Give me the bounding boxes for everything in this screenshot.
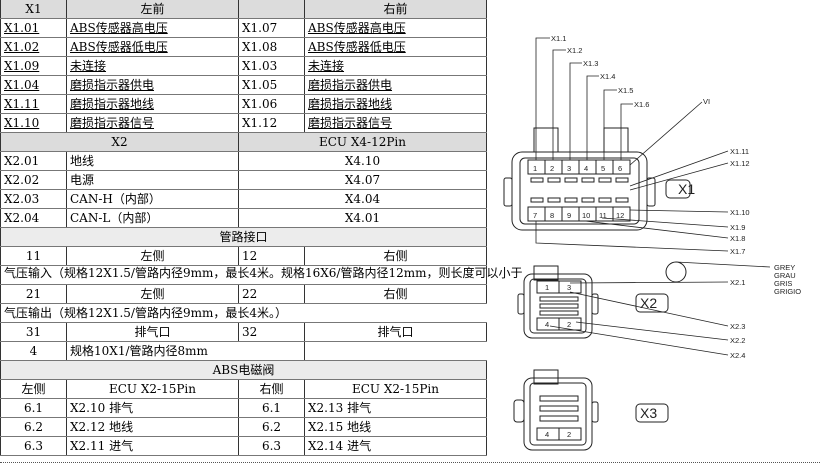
callout-x1-6: X1.6 xyxy=(634,100,649,109)
callout-x2-2: X2.2 xyxy=(730,336,745,345)
callout-x1-1: X1.1 xyxy=(551,34,566,43)
x1-bottom-pins xyxy=(527,206,631,222)
legend-grau: GRAU xyxy=(774,271,796,280)
x1-col-header: X1 xyxy=(0,0,67,19)
callout-x1-11: X1.11 xyxy=(730,147,749,156)
svg-text:8: 8 xyxy=(550,211,554,220)
air-intake-note: 气压输入（规格12X1.5/管路内径9mm，最长4米。规格16X6/管路内径12… xyxy=(0,265,523,285)
svg-text:9: 9 xyxy=(567,211,571,220)
svg-text:3: 3 xyxy=(567,283,571,292)
svg-text:1: 1 xyxy=(545,283,549,292)
ground-circle xyxy=(665,261,687,283)
svg-text:4: 4 xyxy=(545,320,549,329)
x2-callout-lines xyxy=(549,261,771,356)
abs-valve-title: ABS电磁阀 xyxy=(0,360,487,380)
pipe-output-row: 气压输出（规格12X1.5/管路内径9mm，最长4米。） xyxy=(0,303,487,323)
x2-tag-box xyxy=(635,293,669,313)
right-front-header: 右前 xyxy=(304,0,487,19)
x1-contact-slots xyxy=(530,177,629,203)
svg-text:3: 3 xyxy=(567,164,571,173)
left-front-header: 左前 xyxy=(66,0,239,19)
svg-text:6: 6 xyxy=(618,164,622,173)
svg-text:5: 5 xyxy=(601,164,605,173)
pipe-interface-title: 管路接口 xyxy=(0,227,487,247)
legend-grey: GREY xyxy=(774,263,795,272)
callout-x1-12: X1.12 xyxy=(730,159,750,168)
svg-text:11: 11 xyxy=(599,211,607,220)
svg-text:1: 1 xyxy=(533,164,537,173)
x1-top-pins xyxy=(527,159,631,175)
svg-text:4: 4 xyxy=(545,430,549,439)
abs-valve-header-row: ABS电磁阀 xyxy=(0,360,487,380)
x2-header: X2 xyxy=(0,132,239,152)
pipe-header-row: 管路接口 xyxy=(0,227,487,247)
callout-x1-5: X1.5 xyxy=(618,86,633,95)
x3-tag-label: X3 xyxy=(640,405,657,421)
ecu-x4-header: ECU X4-12Pin xyxy=(238,132,487,152)
svg-text:12: 12 xyxy=(616,211,624,220)
x3-connector xyxy=(513,369,669,451)
x2-connector xyxy=(517,261,687,339)
callout-x2-1: X2.1 xyxy=(730,278,745,287)
x1-connector xyxy=(503,127,691,231)
callout-x1-7: X1.7 xyxy=(730,247,745,256)
callout-x1-3: X1.3 xyxy=(583,59,598,68)
callout-x1-8: X1.8 xyxy=(730,234,745,243)
callout-x2-3: X2.3 xyxy=(730,322,745,331)
x1-tag-label: X1 xyxy=(678,181,695,197)
x3-tag-box xyxy=(635,403,669,423)
x2-tag-label: X2 xyxy=(640,295,657,311)
legend-gris: GRIS xyxy=(774,279,792,288)
legend-grigio: GRIGIO xyxy=(774,287,801,296)
air-output-note: 气压输出（规格12X1.5/管路内径9mm，最长4米。） xyxy=(0,303,487,323)
x1-callout-lines xyxy=(535,37,729,252)
x1-tag-box xyxy=(665,179,691,199)
svg-text:7: 7 xyxy=(533,211,537,220)
bottom-dotted-divider xyxy=(0,462,820,463)
callout-x2-4: X2.4 xyxy=(730,351,745,360)
callout-vi: VI xyxy=(703,97,710,106)
callout-x1-4: X1.4 xyxy=(600,72,615,81)
callout-x1-10: X1.10 xyxy=(730,208,750,217)
pipe-intake-row: 气压输入（规格12X1.5/管路内径9mm，最长4米。规格16X6/管路内径12… xyxy=(0,265,523,285)
svg-text:2: 2 xyxy=(567,320,571,329)
svg-text:4: 4 xyxy=(584,164,588,173)
svg-text:2: 2 xyxy=(567,430,571,439)
callout-x1-2: X1.2 xyxy=(567,46,582,55)
callout-x1-9: X1.9 xyxy=(730,223,745,232)
connector-diagram: X1 X2 X3 1 2 3 4 5 6 7 8 9 10 11 12 1 3 … xyxy=(490,0,820,470)
x1-header-row: X1 左前 右前 xyxy=(0,0,487,19)
svg-text:2: 2 xyxy=(550,164,554,173)
svg-text:10: 10 xyxy=(582,211,590,220)
x2-header-row: X2 ECU X4-12Pin xyxy=(0,132,487,152)
